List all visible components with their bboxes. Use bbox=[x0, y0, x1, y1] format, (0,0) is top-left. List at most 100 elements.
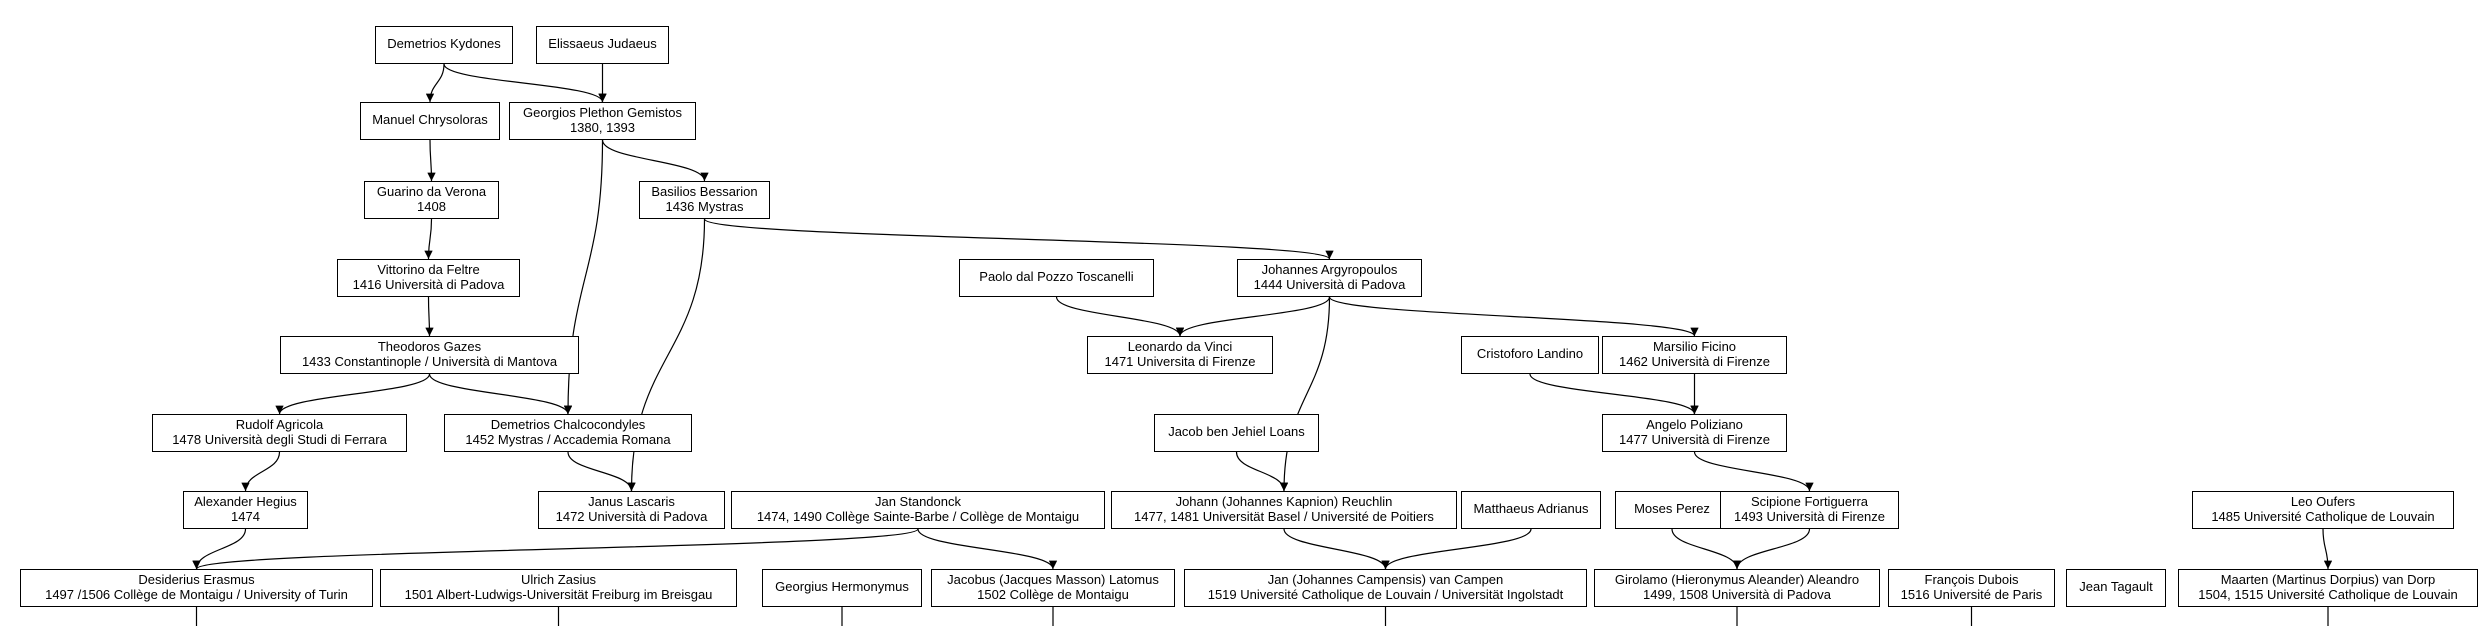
edge-kydones-to-plethon bbox=[443, 63, 607, 103]
node-name: Paolo dal Pozzo Toscanelli bbox=[979, 269, 1134, 284]
node-name: Leo Oufers bbox=[2290, 494, 2356, 509]
node-info: 1452 Mystras / Accademia Romana bbox=[465, 432, 671, 447]
node-info: 1380, 1393 bbox=[569, 120, 636, 135]
node-info: 1502 Collège de Montaigu bbox=[977, 587, 1129, 602]
node-info: 1444 Università di Padova bbox=[1253, 277, 1406, 292]
node-info: 1436 Mystras bbox=[665, 199, 744, 214]
node-name: Matthaeus Adrianus bbox=[1473, 501, 1589, 516]
node-name: Scipione Fortiguerra bbox=[1750, 494, 1869, 509]
node-info: 1416 Università di Padova bbox=[352, 277, 505, 292]
node-name: Cristoforo Landino bbox=[1476, 346, 1584, 361]
edge-gazes-to-chalcocondyles bbox=[428, 373, 573, 415]
node-name: Girolamo (Hieronymus Aleander) Aleandro bbox=[1614, 572, 1860, 587]
edge-chalcocondyles-to-lascaris bbox=[567, 451, 636, 492]
edge-plethon-to-bessarion bbox=[601, 139, 709, 182]
node-info: 1462 Università di Firenze bbox=[1618, 354, 1771, 369]
edge-gazes-to-agricola bbox=[275, 373, 431, 415]
edge-poliziano-to-fortiguerra bbox=[1693, 451, 1814, 492]
node-name: Angelo Poliziano bbox=[1646, 417, 1743, 432]
node-info: 1474 bbox=[231, 509, 260, 524]
edge-toscanelli-to-davinci bbox=[1055, 296, 1185, 337]
node-toscanelli[interactable]: Paolo dal Pozzo Toscanelli bbox=[959, 259, 1154, 297]
node-name: Manuel Chrysoloras bbox=[372, 112, 488, 127]
node-judaeus[interactable]: Elissaeus Judaeus bbox=[536, 26, 669, 64]
edge-argyropoulos-to-davinci bbox=[1175, 296, 1331, 337]
node-name: Maarten (Martinus Dorpius) van Dorp bbox=[2220, 572, 2436, 587]
node-adrianus[interactable]: Matthaeus Adrianus bbox=[1461, 491, 1601, 529]
node-name: Jacobus (Jacques Masson) Latomus bbox=[947, 572, 1159, 587]
node-info: 1478 Università degli Studi di Ferrara bbox=[172, 432, 387, 447]
node-kydones[interactable]: Demetrios Kydones bbox=[375, 26, 513, 64]
node-name: Georgius Hermonymus bbox=[775, 579, 909, 594]
node-perez[interactable]: Moses Perez bbox=[1615, 491, 1729, 529]
edge-perez-to-aleandro bbox=[1671, 528, 1742, 570]
node-info: 1408 bbox=[417, 199, 446, 214]
node-name: Johann (Johannes Kapnion) Reuchlin bbox=[1175, 494, 1393, 509]
edge-fortiguerra-to-aleandro bbox=[1732, 528, 1811, 570]
node-chrysoloras[interactable]: Manuel Chrysoloras bbox=[360, 102, 500, 140]
edge-loans-to-reuchlin bbox=[1235, 451, 1289, 492]
node-name: Theodoros Gazes bbox=[377, 339, 482, 354]
node-tagault[interactable]: Jean Tagault bbox=[2066, 569, 2166, 607]
node-name: Jan Standonck bbox=[874, 494, 961, 509]
node-name: Marsilio Ficino bbox=[1652, 339, 1737, 354]
node-name: Alexander Hegius bbox=[194, 494, 297, 509]
edge-adrianus-to-campensis bbox=[1381, 528, 1532, 570]
node-name: Basilios Bessarion bbox=[651, 184, 758, 199]
node-name: Desiderius Erasmus bbox=[138, 572, 255, 587]
node-info: 1472 Università di Padova bbox=[555, 509, 708, 524]
node-info: 1516 Université de Paris bbox=[1900, 587, 2043, 602]
node-landino[interactable]: Cristoforo Landino bbox=[1461, 336, 1599, 374]
node-info: 1471 Universita di Firenze bbox=[1104, 354, 1256, 369]
node-info: 1497 /1506 Collège de Montaigu / Univers… bbox=[45, 587, 348, 602]
node-name: Moses Perez bbox=[1634, 501, 1710, 516]
node-name: Leonardo da Vinci bbox=[1127, 339, 1233, 354]
node-name: Jacob ben Jehiel Loans bbox=[1168, 424, 1305, 439]
node-info: 1501 Albert-Ludwigs-Universität Freiburg… bbox=[404, 587, 713, 602]
node-info: 1477 Università di Firenze bbox=[1618, 432, 1771, 447]
edge-standonck-to-latomus bbox=[917, 528, 1058, 570]
node-name: Elissaeus Judaeus bbox=[548, 36, 657, 51]
edge-oufers-to-dorpius bbox=[2322, 528, 2333, 570]
node-name: François Dubois bbox=[1924, 572, 2019, 587]
node-hermonymus[interactable]: Georgius Hermonymus bbox=[762, 569, 922, 607]
node-name: Jean Tagault bbox=[2079, 579, 2153, 594]
edge-kydones-to-chrysoloras bbox=[425, 63, 445, 103]
node-info: 1504, 1515 Université Catholique de Louv… bbox=[2198, 587, 2458, 602]
node-loans[interactable]: Jacob ben Jehiel Loans bbox=[1154, 414, 1319, 452]
edge-vittorino-to-gazes bbox=[425, 296, 434, 337]
edge-guarino-to-vittorino bbox=[424, 218, 433, 260]
node-info: 1485 Université Catholique de Louvain bbox=[2211, 509, 2435, 524]
node-name: Guarino da Verona bbox=[376, 184, 487, 199]
node-name: Ulrich Zasius bbox=[520, 572, 597, 587]
node-name: Rudolf Agricola bbox=[235, 417, 324, 432]
node-name: Demetrios Chalcocondyles bbox=[490, 417, 646, 432]
node-name: Johannes Argyropoulos bbox=[1261, 262, 1398, 277]
